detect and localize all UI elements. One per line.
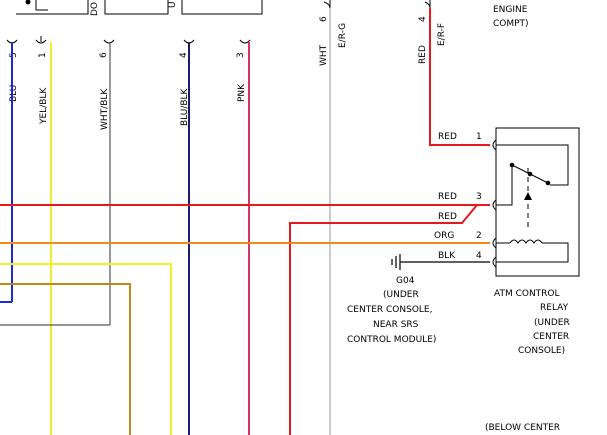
pin-number-wht-blk: 6 xyxy=(99,52,109,58)
wire-gold-loop xyxy=(0,283,131,435)
pin-number-yel-blk: 1 xyxy=(38,52,48,58)
relay-wire-label-2: ORG xyxy=(434,231,454,241)
connector-dot xyxy=(25,0,31,5)
relay-pin-number-4: 4 xyxy=(476,251,482,261)
engine-compt-line2: COMPT) xyxy=(493,19,529,29)
relay-wire-label-4: BLK xyxy=(438,251,456,261)
red-color-label: RED xyxy=(418,45,428,64)
relay-box xyxy=(495,127,580,277)
wire-yellow-loop xyxy=(0,263,172,435)
relay-loc-line2: CENTER xyxy=(533,332,569,342)
red-pin-number: 4 xyxy=(418,16,428,22)
relay-internals xyxy=(496,144,569,263)
pin-cups-top xyxy=(6,36,251,44)
connector-label-u: U xyxy=(168,1,178,8)
ground-loc-line4: CONTROL MODULE) xyxy=(347,335,436,345)
relay-wire-label-1: RED xyxy=(438,132,457,142)
pin-number-blu-blk: 4 xyxy=(179,52,189,58)
pin-number-pnk: 3 xyxy=(236,52,246,58)
red-code-label: E/R-F xyxy=(437,23,447,46)
engine-compt-line1: ENGINE xyxy=(493,5,528,15)
relay-loc-line1: (UNDER xyxy=(534,318,570,328)
connector-label-do: DO xyxy=(90,2,100,16)
relay-connector-cups xyxy=(492,139,497,268)
wire-red-branch xyxy=(289,204,478,435)
wht-pin-number: 6 xyxy=(319,16,329,22)
ground-loc-line1: (UNDER xyxy=(383,290,419,300)
wht-code-label: E/R-G xyxy=(338,23,348,48)
bottom-note: (BELOW CENTER xyxy=(485,423,560,433)
relay-name-line2: RELAY xyxy=(540,303,569,313)
relay-pin-number-1: 1 xyxy=(476,132,482,142)
wire-label-pnk: PNK xyxy=(237,83,247,102)
ground-icon xyxy=(391,254,404,270)
relay-contact-3 xyxy=(545,180,551,186)
relay-pin-number-3: 3 xyxy=(476,192,482,202)
wire-red-pin1 xyxy=(429,8,490,146)
mid-connector-cups xyxy=(323,0,431,9)
relay-contact-2 xyxy=(527,171,533,177)
ground-loc-line3: NEAR SRS xyxy=(373,320,419,330)
relay-wire-label-red-branch: RED xyxy=(438,212,457,222)
pin-number-blu: 5 xyxy=(9,52,19,58)
ground-id: G04 xyxy=(396,276,415,286)
wire-label-wht-blk: WHT/BLK xyxy=(100,88,110,130)
relay-wire-label-3: RED xyxy=(438,192,457,202)
wire-label-blu-blk: BLU/BLK xyxy=(180,87,190,126)
relay-arrow-icon xyxy=(524,192,532,200)
top-connector xyxy=(16,0,263,15)
wht-color-label: WHT xyxy=(319,44,329,66)
wire-label-blu: BLU xyxy=(9,85,19,102)
ground-loc-line2: CENTER CONSOLE, xyxy=(347,305,432,315)
wire-label-yel-blk: YEL/BLK xyxy=(39,87,49,125)
relay-contact-1 xyxy=(509,162,515,168)
relay-pin-number-2: 2 xyxy=(476,231,482,241)
relay-name-line1: ATM CONTROL xyxy=(494,289,560,299)
relay-loc-line3: CONSOLE) xyxy=(518,346,565,356)
